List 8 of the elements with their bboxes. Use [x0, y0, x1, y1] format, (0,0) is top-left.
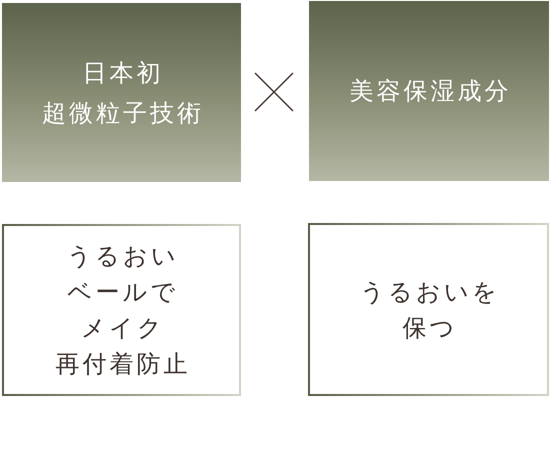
benefit-box: [2, 224, 241, 396]
benefit-box: [308, 223, 549, 396]
feature-text: 美容保湿成分: [348, 76, 512, 107]
feature-panel: [2, 3, 241, 182]
benefit-text: うるおいを保つ: [359, 276, 500, 344]
benefit-text: うるおいベールでメイク再付着防止: [54, 241, 190, 380]
feature-text: 日本初超微粒子技術: [41, 58, 204, 128]
feature-panel: [309, 1, 549, 181]
